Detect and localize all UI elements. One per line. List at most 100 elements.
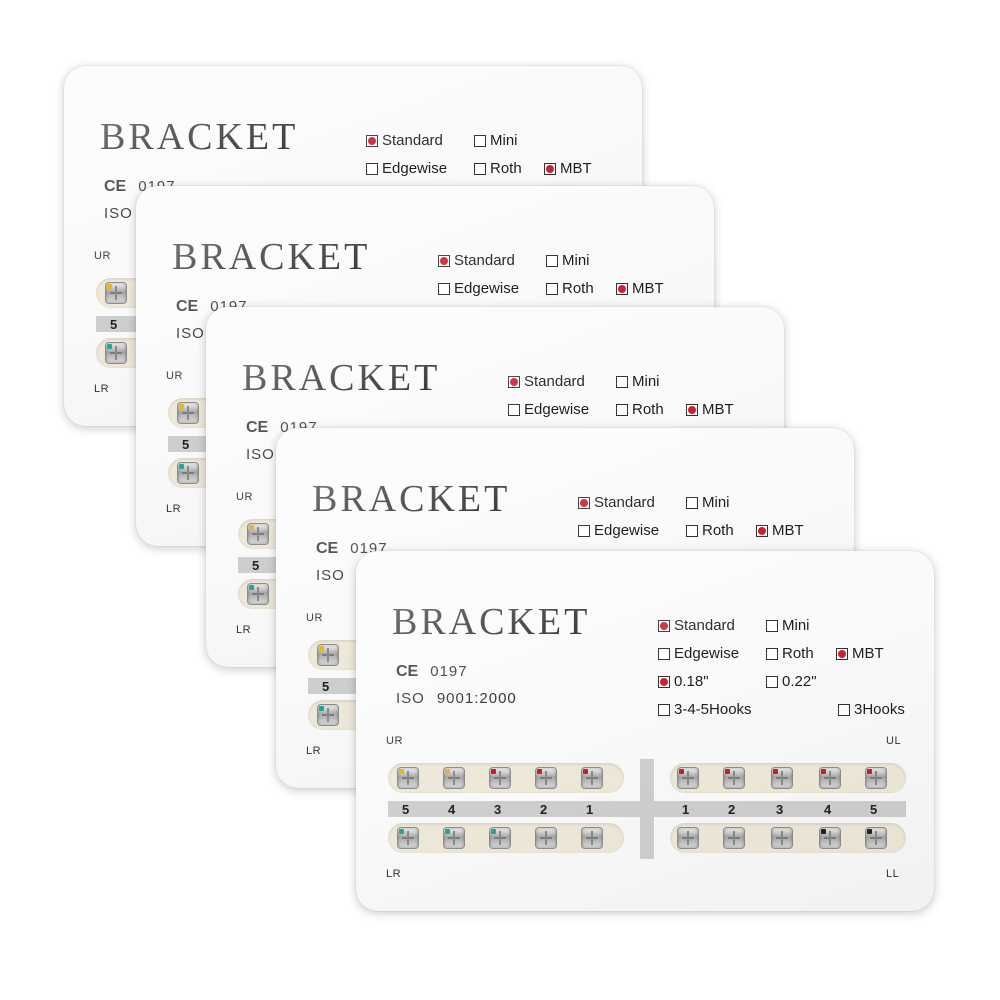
option-mini-label: Mini [490, 132, 518, 149]
ce-mark: CE [316, 540, 339, 557]
quadrant-ur: UR [306, 612, 323, 624]
option-roth-label: Roth [782, 645, 814, 662]
bracket-color-marker [179, 464, 184, 469]
quadrant-lr: LR [166, 503, 182, 515]
bracket-color-marker [249, 585, 254, 590]
tooth-number-ur: 4 [448, 802, 456, 817]
checkbox-mini [686, 496, 698, 509]
checkbox-mbt [686, 403, 698, 416]
bracket-color-marker [725, 769, 730, 774]
ce-number: 0197 [430, 663, 468, 680]
iso-label: ISO [246, 446, 275, 463]
quadrant-lr: LR [306, 745, 322, 757]
tooth-number-ur: 2 [540, 802, 548, 817]
option-mbt: MBT [836, 645, 884, 662]
option-mbt-label: MBT [772, 522, 804, 539]
checkbox-roth [546, 282, 558, 295]
quadrant-ul: UL [886, 735, 902, 747]
option-mbt-label: MBT [560, 160, 592, 177]
checkbox-roth [686, 524, 698, 537]
option-standard: Standard [658, 617, 735, 634]
bracket-lr [536, 828, 556, 848]
option-edgewise: Edgewise [578, 522, 659, 539]
option-roth-label: Roth [562, 280, 594, 297]
checkbox-edgewise [508, 403, 520, 416]
tooth-number-ur: 5 [110, 317, 118, 332]
card-title: BRACKET [100, 116, 299, 158]
checkbox-edgewise [578, 524, 590, 537]
tooth-number-ur: 3 [494, 802, 502, 817]
bracket-color-marker [319, 706, 324, 711]
option-mini-label: Mini [632, 373, 660, 390]
tooth-number-ur: 5 [402, 802, 410, 817]
checkbox-mini [616, 375, 628, 388]
checkbox-edgewise [366, 162, 378, 175]
checkbox-standard [508, 375, 520, 388]
checkbox-slot-022 [766, 675, 778, 688]
option-hooks-345-label: 3-4-5Hooks [674, 701, 752, 718]
option-standard: Standard [578, 494, 655, 511]
checkbox-roth [474, 162, 486, 175]
option-mini: Mini [766, 617, 810, 634]
checkbox-mini [766, 619, 778, 632]
option-edgewise: Edgewise [508, 401, 589, 418]
checkbox-roth [766, 647, 778, 660]
option-standard-label: Standard [674, 617, 735, 634]
ce-certification: CE 0197 [396, 663, 468, 681]
option-mbt-label: MBT [702, 401, 734, 418]
midline-divider [640, 759, 654, 859]
iso-label: ISO [176, 325, 205, 342]
quadrant-ur: UR [94, 250, 111, 262]
option-mbt-label: MBT [632, 280, 664, 297]
bracket-color-marker [679, 769, 684, 774]
ce-mark: CE [176, 298, 199, 315]
option-edgewise-label: Edgewise [674, 645, 740, 662]
bracket-color-marker [867, 829, 872, 834]
bracket-color-marker [491, 829, 496, 834]
option-slot-018: 0.18" [658, 673, 709, 690]
option-slot-022: 0.22" [766, 673, 817, 690]
card-title: BRACKET [172, 236, 371, 278]
tooth-number-ul: 5 [870, 802, 878, 817]
option-edgewise-label: Edgewise [454, 280, 520, 297]
checkbox-edgewise [438, 282, 450, 295]
option-roth: Roth [686, 522, 734, 539]
checkbox-roth [616, 403, 628, 416]
bracket-lr [582, 828, 602, 848]
checkbox-hooks-3 [838, 703, 850, 716]
option-hooks-345: 3-4-5Hooks [658, 701, 752, 718]
option-edgewise: Edgewise [366, 160, 447, 177]
bracket-color-marker [445, 829, 450, 834]
option-slot-022-label: 0.22" [782, 673, 817, 690]
bracket-color-marker [249, 525, 254, 530]
quadrant-ur: UR [236, 491, 253, 503]
option-standard-label: Standard [382, 132, 443, 149]
option-edgewise-label: Edgewise [524, 401, 590, 418]
option-slot-018-label: 0.18" [674, 673, 709, 690]
checkbox-edgewise [658, 647, 670, 660]
checkbox-standard [658, 619, 670, 632]
option-standard: Standard [508, 373, 585, 390]
ce-mark: CE [396, 663, 419, 680]
tooth-number-ul: 1 [682, 802, 690, 817]
option-mbt: MBT [756, 522, 804, 539]
checkbox-standard [438, 254, 450, 267]
checkbox-mini [474, 134, 486, 147]
option-mbt: MBT [616, 280, 664, 297]
checkbox-mini [546, 254, 558, 267]
option-roth: Roth [474, 160, 522, 177]
option-standard: Standard [366, 132, 443, 149]
iso-label: ISO [104, 205, 133, 222]
option-mini: Mini [686, 494, 730, 511]
quadrant-lr: LR [236, 624, 252, 636]
bracket-ll [678, 828, 698, 848]
tooth-number-ur: 1 [586, 802, 594, 817]
option-edgewise: Edgewise [438, 280, 519, 297]
checkbox-mbt [756, 524, 768, 537]
card-title: BRACKET [392, 601, 591, 643]
option-mini-label: Mini [562, 252, 590, 269]
checkbox-mbt [544, 162, 556, 175]
option-mini-label: Mini [782, 617, 810, 634]
iso-label: ISO [396, 690, 425, 707]
